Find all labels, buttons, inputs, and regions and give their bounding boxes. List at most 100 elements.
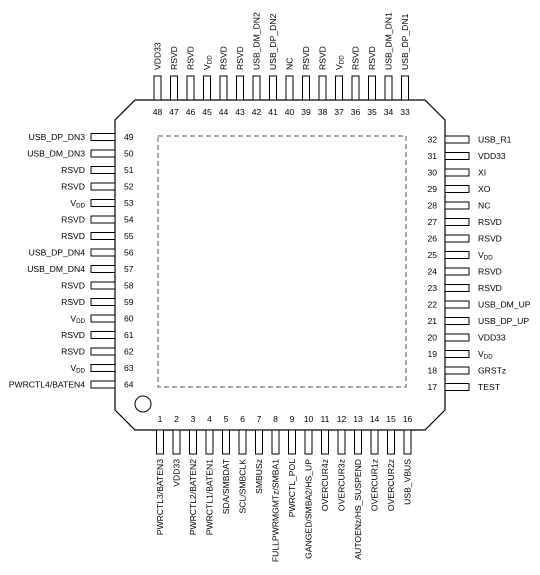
pin-lead: [90, 232, 116, 240]
pin-number: 38: [318, 107, 328, 117]
pin-label: RSVD: [61, 297, 85, 307]
pin-lead: [271, 429, 280, 455]
pin-lead: [351, 75, 360, 101]
pin-26-right: 26 RSVD: [427, 234, 501, 244]
pin-lead: [444, 300, 470, 309]
pin-lead: [90, 298, 116, 306]
pin-lead: [337, 429, 346, 455]
pin-number: 31: [427, 151, 437, 161]
pin-lead: [368, 75, 376, 101]
pin-lead: [444, 284, 470, 292]
pin-label: RSVD: [61, 165, 85, 175]
pin-label: RSVD: [367, 46, 377, 70]
pin1-indicator-dot: [134, 395, 152, 413]
pin-number: 23: [427, 283, 437, 293]
pin-lead: [384, 75, 393, 101]
pin-lead: [189, 429, 197, 455]
pin-number: 30: [427, 168, 437, 178]
pin-lead: [444, 234, 470, 243]
pin-lead: [444, 267, 470, 276]
pin-number: 1: [158, 414, 163, 424]
pin-number: 26: [427, 234, 437, 244]
pin-number: 9: [290, 414, 295, 424]
pin-number: 8: [273, 414, 278, 424]
pin-lead: [90, 364, 116, 372]
pin-lead: [90, 215, 116, 224]
pin-label: PWRCTL2/BATEN2: [188, 459, 198, 535]
pin-number: 34: [384, 107, 394, 117]
pin-lead: [203, 75, 211, 101]
pin-number: 5: [224, 414, 229, 424]
pin-label: GANGED/SMBA2/HS_UP: [304, 459, 314, 559]
pin-label: USB_DP_UP: [478, 316, 529, 326]
pin-lead: [252, 75, 261, 101]
pin-number: 13: [353, 414, 363, 424]
pin-number: 60: [124, 314, 134, 324]
pin-number: 10: [304, 414, 314, 424]
pin-59-left: 59 RSVD: [61, 297, 134, 307]
pin-number: 32: [427, 135, 437, 145]
pin-label: VDD33: [478, 151, 506, 161]
pin-number: 35: [367, 107, 377, 117]
ic-package-body: [114, 99, 446, 431]
pin-label: VDD33: [172, 459, 182, 487]
pin-lead: [403, 429, 412, 455]
pin-label: VDD33: [153, 42, 163, 70]
pin-lead: [285, 75, 294, 101]
pin-number: 15: [386, 414, 396, 424]
pin-number: 25: [427, 250, 437, 260]
pin-lead: [222, 429, 230, 455]
pin-number: 45: [202, 107, 212, 117]
pin-lead: [354, 429, 362, 455]
pin-lead: [370, 429, 379, 455]
pin-lead: [205, 429, 214, 455]
pin-number: 64: [124, 380, 134, 390]
pin-number: 24: [427, 267, 437, 277]
pin-label: RSVD: [61, 231, 85, 241]
pin-number: 46: [186, 107, 196, 117]
pin-lead: [236, 75, 244, 101]
pin-number: 54: [124, 215, 134, 225]
pin-number: 59: [124, 297, 134, 307]
pin-label: VDD: [70, 314, 85, 326]
pin-label: RSVD: [478, 234, 502, 244]
pin-lead: [170, 75, 178, 101]
pin-label: RSVD: [219, 46, 229, 70]
pin-lead: [288, 429, 296, 455]
pin-number: 7: [257, 414, 262, 424]
pin-number: 20: [427, 333, 437, 343]
pin-number: 33: [400, 107, 410, 117]
pin-label: TEST: [478, 382, 501, 392]
pin-number: 41: [268, 107, 278, 117]
pin-lead: [444, 168, 470, 177]
pin-label: AUTOENz/HS_SUSPEND: [353, 459, 363, 560]
pins-layer: 49USB_DP_DN350USB_DM_DN351RSVD52RSVD53VD…: [9, 12, 531, 562]
pin-label: OVERCUR2z: [386, 459, 396, 511]
pin-lead: [90, 347, 116, 356]
pin-lead: [444, 135, 470, 144]
pin-label: USB_DM_UP: [478, 300, 531, 310]
pin-label: SMBUSz: [254, 459, 264, 494]
pin-number: 39: [301, 107, 311, 117]
